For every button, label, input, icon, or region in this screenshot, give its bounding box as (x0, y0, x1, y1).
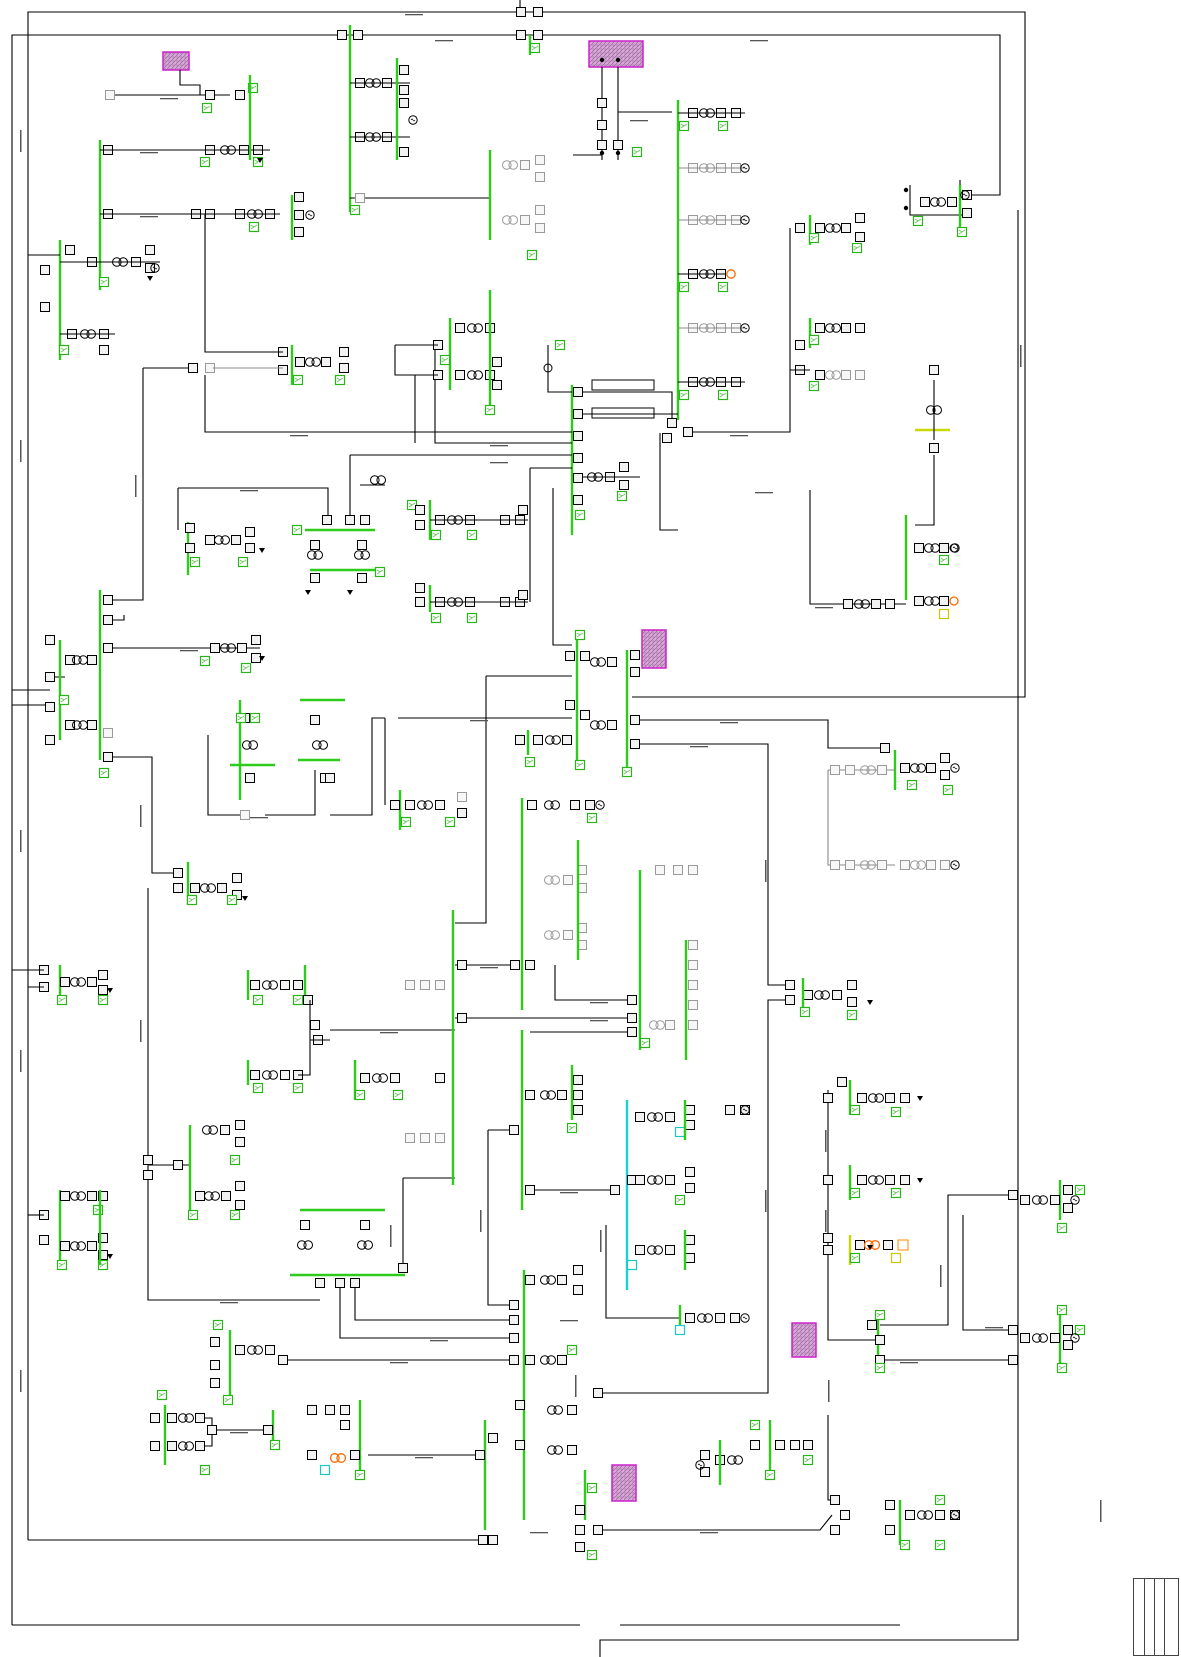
station-right-chain (809, 365, 959, 620)
station-upper-mid (188, 214, 502, 416)
station-cyan (626, 1100, 750, 1336)
station-center-junction (515, 629, 667, 778)
station-mid-pair (291, 475, 418, 595)
station-right-grey (827, 743, 954, 870)
station-center (543, 339, 693, 535)
station-left-edge (12, 965, 109, 1271)
trunk-lines (11, 0, 1026, 1657)
station-lower-center-left (246, 965, 445, 1143)
station-bottom-left (150, 1319, 498, 1545)
station-left-upper (28, 51, 304, 360)
title-block (1133, 1578, 1179, 1656)
top-breakers (337, 7, 543, 212)
label-marks (20, 14, 1102, 1534)
station-right-lower (785, 978, 1086, 1374)
station-bottom-right (700, 1419, 960, 1551)
station-lower-left-2 (143, 1120, 408, 1288)
loads (107, 158, 923, 1259)
station-lower-left (173, 698, 467, 906)
substation-top-center (573, 40, 672, 160)
station-right-upper (676, 100, 745, 420)
station-top-upper-mid (349, 58, 545, 261)
station-center-left (415, 500, 531, 624)
middle-network (45, 345, 1013, 1531)
station-center-lower (451, 798, 698, 1561)
station-left-mid (12, 522, 261, 779)
station-right-mid (685, 213, 865, 433)
generators (150, 115, 1080, 1520)
station-far-right-top (903, 180, 972, 238)
